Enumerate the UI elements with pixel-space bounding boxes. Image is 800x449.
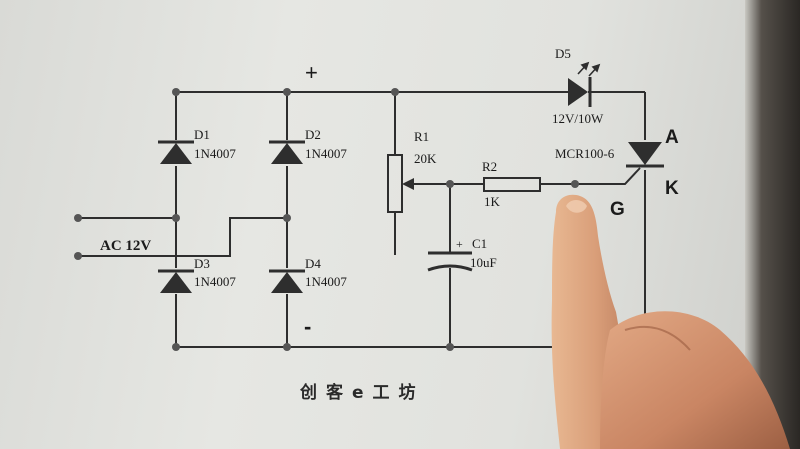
wiper-arrow-icon (402, 178, 414, 190)
d3-part-label: 1N4007 (194, 274, 236, 289)
d5-value-label: 12V/10W (552, 111, 604, 126)
gate-lead-wire (575, 167, 641, 185)
c1-value-label: 10uF (470, 255, 497, 270)
d3-label: D3 (194, 256, 210, 271)
r2-value-label: 1K (484, 194, 501, 209)
fingernail (566, 200, 587, 213)
scr-part-label: MCR100-6 (555, 146, 615, 161)
diode-d2 (269, 140, 305, 164)
junction-dot (446, 343, 454, 351)
light-rays-icon (577, 61, 601, 77)
junction-dot (172, 88, 180, 96)
terminal-dot (74, 214, 82, 222)
ac-input-label: AC 12V (100, 238, 151, 254)
resistor-r2 (483, 177, 541, 192)
c1-label: C1 (472, 236, 487, 251)
d4-part-label: 1N4007 (305, 274, 347, 289)
d5-label: D5 (555, 46, 571, 61)
led-d5 (560, 61, 601, 107)
junction-dot (446, 180, 454, 188)
r2-label: R2 (482, 159, 497, 174)
r1-value-label: 20K (414, 151, 437, 166)
kathode-label: K (665, 178, 679, 199)
d1-part-label: 1N4007 (194, 146, 236, 161)
d2-part-label: 1N4007 (305, 146, 347, 161)
diode-d4 (269, 269, 305, 293)
diode-d1 (158, 140, 194, 164)
negative-sign: - (304, 314, 311, 339)
thyristor-scr (626, 142, 664, 168)
junction-dot (391, 88, 399, 96)
hand-palm (600, 311, 790, 449)
junction-dot (172, 214, 180, 222)
anode-label: A (665, 127, 679, 148)
junction-dot (172, 343, 180, 351)
component-labels: + - AC 12V D1 1N4007 D2 1N4007 D3 1N4007… (100, 46, 679, 339)
pointing-hand (551, 194, 790, 449)
d2-label: D2 (305, 127, 321, 142)
footer-brand-text: 创客e工坊 (300, 383, 425, 403)
c1-plus-label: + (456, 237, 463, 251)
positive-sign: + (305, 60, 318, 85)
diode-d3 (158, 269, 194, 293)
gate-label: G (610, 199, 625, 220)
junction-dot (571, 180, 579, 188)
capacitor-c1 (427, 251, 473, 272)
bridge-diodes (158, 140, 305, 293)
junction-dot (283, 88, 291, 96)
junction-dot (283, 214, 291, 222)
ac-input-wire-2 (78, 217, 287, 257)
junction-dot (283, 343, 291, 351)
potentiometer-r1 (387, 154, 414, 213)
d4-label: D4 (305, 256, 321, 271)
terminal-dot (74, 252, 82, 260)
d1-label: D1 (194, 127, 210, 142)
junction-dots (74, 88, 579, 351)
r1-label: R1 (414, 129, 429, 144)
